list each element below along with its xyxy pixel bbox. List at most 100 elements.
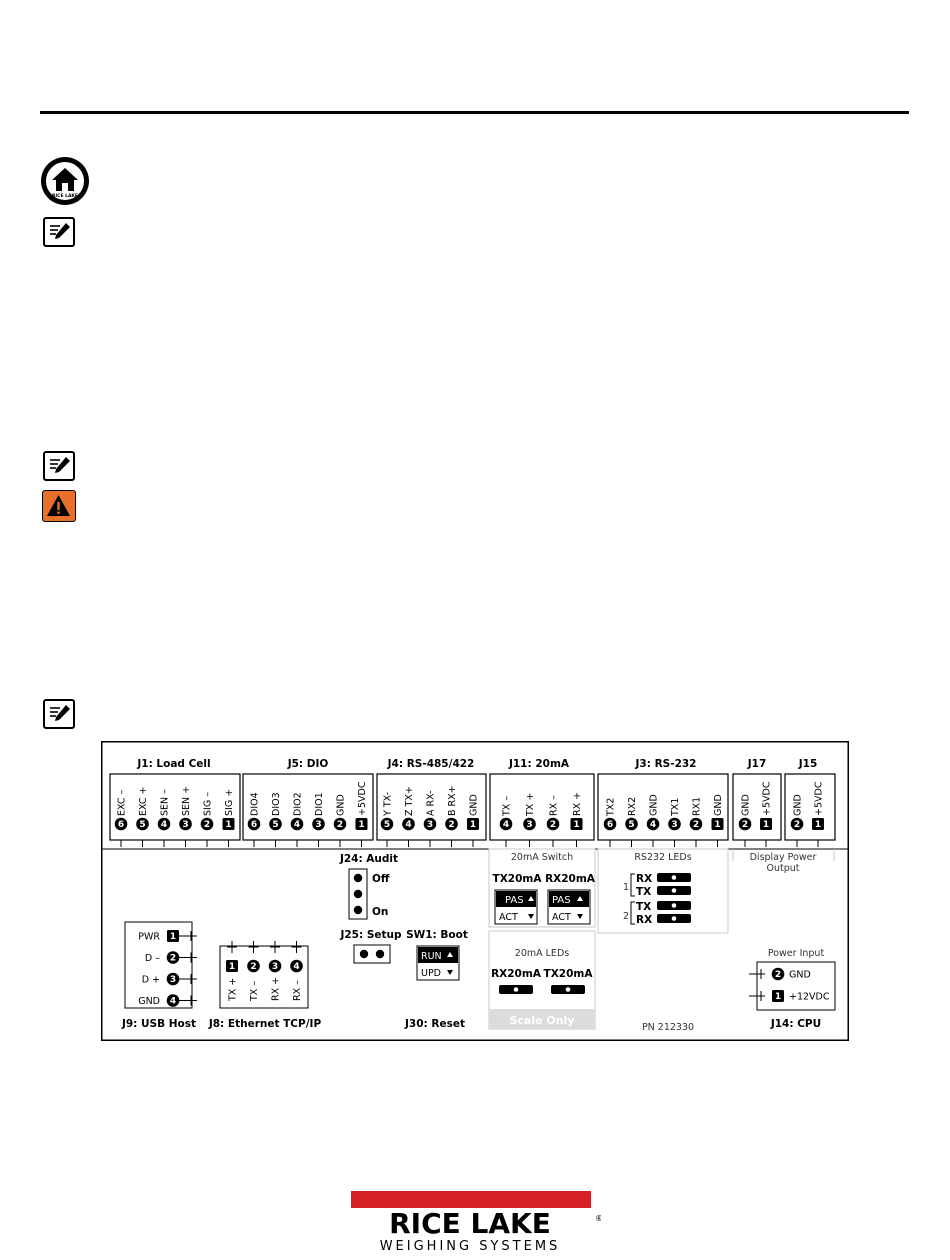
usb-host-label: J9: USB Host (121, 1018, 196, 1030)
pin-badge (689, 817, 703, 831)
pin-label: RX + (572, 792, 583, 816)
pin-label: DIO1 (314, 792, 325, 816)
boot-title: SW1: Boot (406, 929, 468, 941)
eth-pin-label: RX + (271, 977, 282, 1001)
power-pin-label: GND (789, 970, 811, 981)
part-number: PN 212330 (642, 1022, 694, 1033)
pin-label: EXC + (138, 787, 149, 816)
usb-pin-label: D + (142, 975, 160, 986)
home-icon[interactable]: RICE LAKE (41, 157, 89, 205)
rs232-leds-title: RS232 LEDs (634, 852, 691, 863)
j1-header: J1: Load Cell (136, 758, 210, 770)
rs232-rx2-label: RX (636, 914, 652, 926)
pin-badge (445, 817, 458, 831)
pin-label: A RX- (426, 790, 437, 816)
pin-badge (380, 817, 394, 831)
note-icon (43, 699, 75, 729)
pin-label: SEN – (160, 789, 171, 816)
pin-badge (523, 817, 536, 831)
pin-badge (114, 817, 128, 831)
note-icon (43, 217, 75, 247)
pin-number: 4 (170, 997, 176, 1007)
pin-label: GND (469, 794, 480, 816)
pin-badge (247, 817, 261, 831)
display-power-line2: Output (767, 863, 800, 874)
pin-number: 2 (775, 970, 781, 980)
usb-pin-label: GND (138, 996, 160, 1007)
pin-label: GND (713, 794, 724, 816)
pin-label: EXC – (117, 790, 128, 816)
pin-badge (166, 951, 180, 964)
pin-badge (546, 817, 560, 831)
pin-number: 2 (250, 962, 256, 972)
j5-header: J5: DIO (287, 758, 329, 770)
rs232-tx2-label: TX (636, 901, 651, 913)
pin-badge (269, 817, 282, 831)
rs232-led (657, 901, 691, 910)
pin-number: 1 (358, 820, 364, 830)
pin-label: RX1 (692, 797, 703, 816)
pin-badge (333, 817, 347, 831)
rx20ma-led (499, 985, 533, 994)
pin-badge (499, 817, 513, 831)
power-pin-label: +12VDC (789, 992, 830, 1003)
j17-header: J17 (747, 758, 767, 770)
pin-number: 2 (693, 820, 699, 830)
pin-badge (772, 990, 784, 1002)
pin-number: 4 (293, 962, 299, 972)
pin-number: 2 (794, 820, 800, 830)
pin-number: 1 (225, 820, 231, 830)
pin-label: GND (741, 794, 752, 816)
tx20ma-switch: PAS ACT (494, 889, 538, 925)
pin-number: 1 (229, 962, 235, 972)
power-input-title: Power Input (768, 948, 825, 959)
j3-header: J3: RS-232 (635, 758, 697, 770)
pin-number: 3 (671, 820, 677, 830)
pin-number: 3 (272, 962, 278, 972)
pin-badge (625, 817, 638, 831)
boot-upd-label: UPD (421, 968, 441, 979)
pin-label: DIO3 (271, 792, 282, 816)
rx20ma-switch: PAS ACT (547, 889, 591, 925)
pin-badge (355, 818, 368, 830)
pin-badge (290, 817, 304, 831)
pin-badge (268, 959, 282, 973)
pin-badge (790, 817, 804, 831)
switch-tx-label: TX20mA (493, 873, 543, 885)
leds-tx-label: TX20mA (544, 968, 594, 980)
home-badge-text: RICE LAKE (52, 193, 78, 199)
pin-badge (668, 817, 681, 831)
logo-tagline: WEIGHING SYSTEMS (380, 1239, 561, 1253)
pin-label: TX – (502, 796, 513, 817)
rs232-group-1: 1 (623, 882, 629, 893)
pin-number: 1 (573, 820, 579, 830)
eth-pin-label: RX – (292, 980, 303, 1001)
rs232-rx1-label: RX (636, 873, 652, 885)
j15-header: J15 (798, 758, 818, 770)
cpu-label: J14: CPU (770, 1018, 821, 1030)
pin-label: GND (336, 794, 347, 816)
j4-header: J4: RS-485/422 (387, 758, 475, 770)
warning-icon (42, 490, 76, 522)
logo-registered: ® (595, 1214, 601, 1223)
pin-badge (467, 818, 479, 830)
pin-badge (603, 817, 617, 831)
leds-20ma-title: 20mA LEDs (515, 948, 569, 959)
audit-off-label: Off (372, 873, 390, 885)
pin-number: 6 (251, 820, 257, 830)
tx20ma-led (551, 985, 585, 994)
pin-badge (771, 967, 785, 981)
pin-badge (247, 959, 260, 973)
pin-badge (711, 818, 724, 830)
usb-pin-label: D – (145, 953, 160, 964)
pin-badge (738, 817, 752, 831)
pin-number: 6 (607, 820, 613, 830)
pin-badge (200, 817, 214, 831)
header-rule (40, 111, 909, 114)
pin-number: 3 (182, 820, 188, 830)
pin-badge (167, 930, 179, 942)
audit-on-label: On (372, 906, 388, 918)
pin-number: 3 (526, 820, 532, 830)
pin-badge (760, 818, 772, 830)
board-diagram: J1: Load Cell J5: DIO J4: RS-485/422 J11… (101, 741, 849, 1041)
